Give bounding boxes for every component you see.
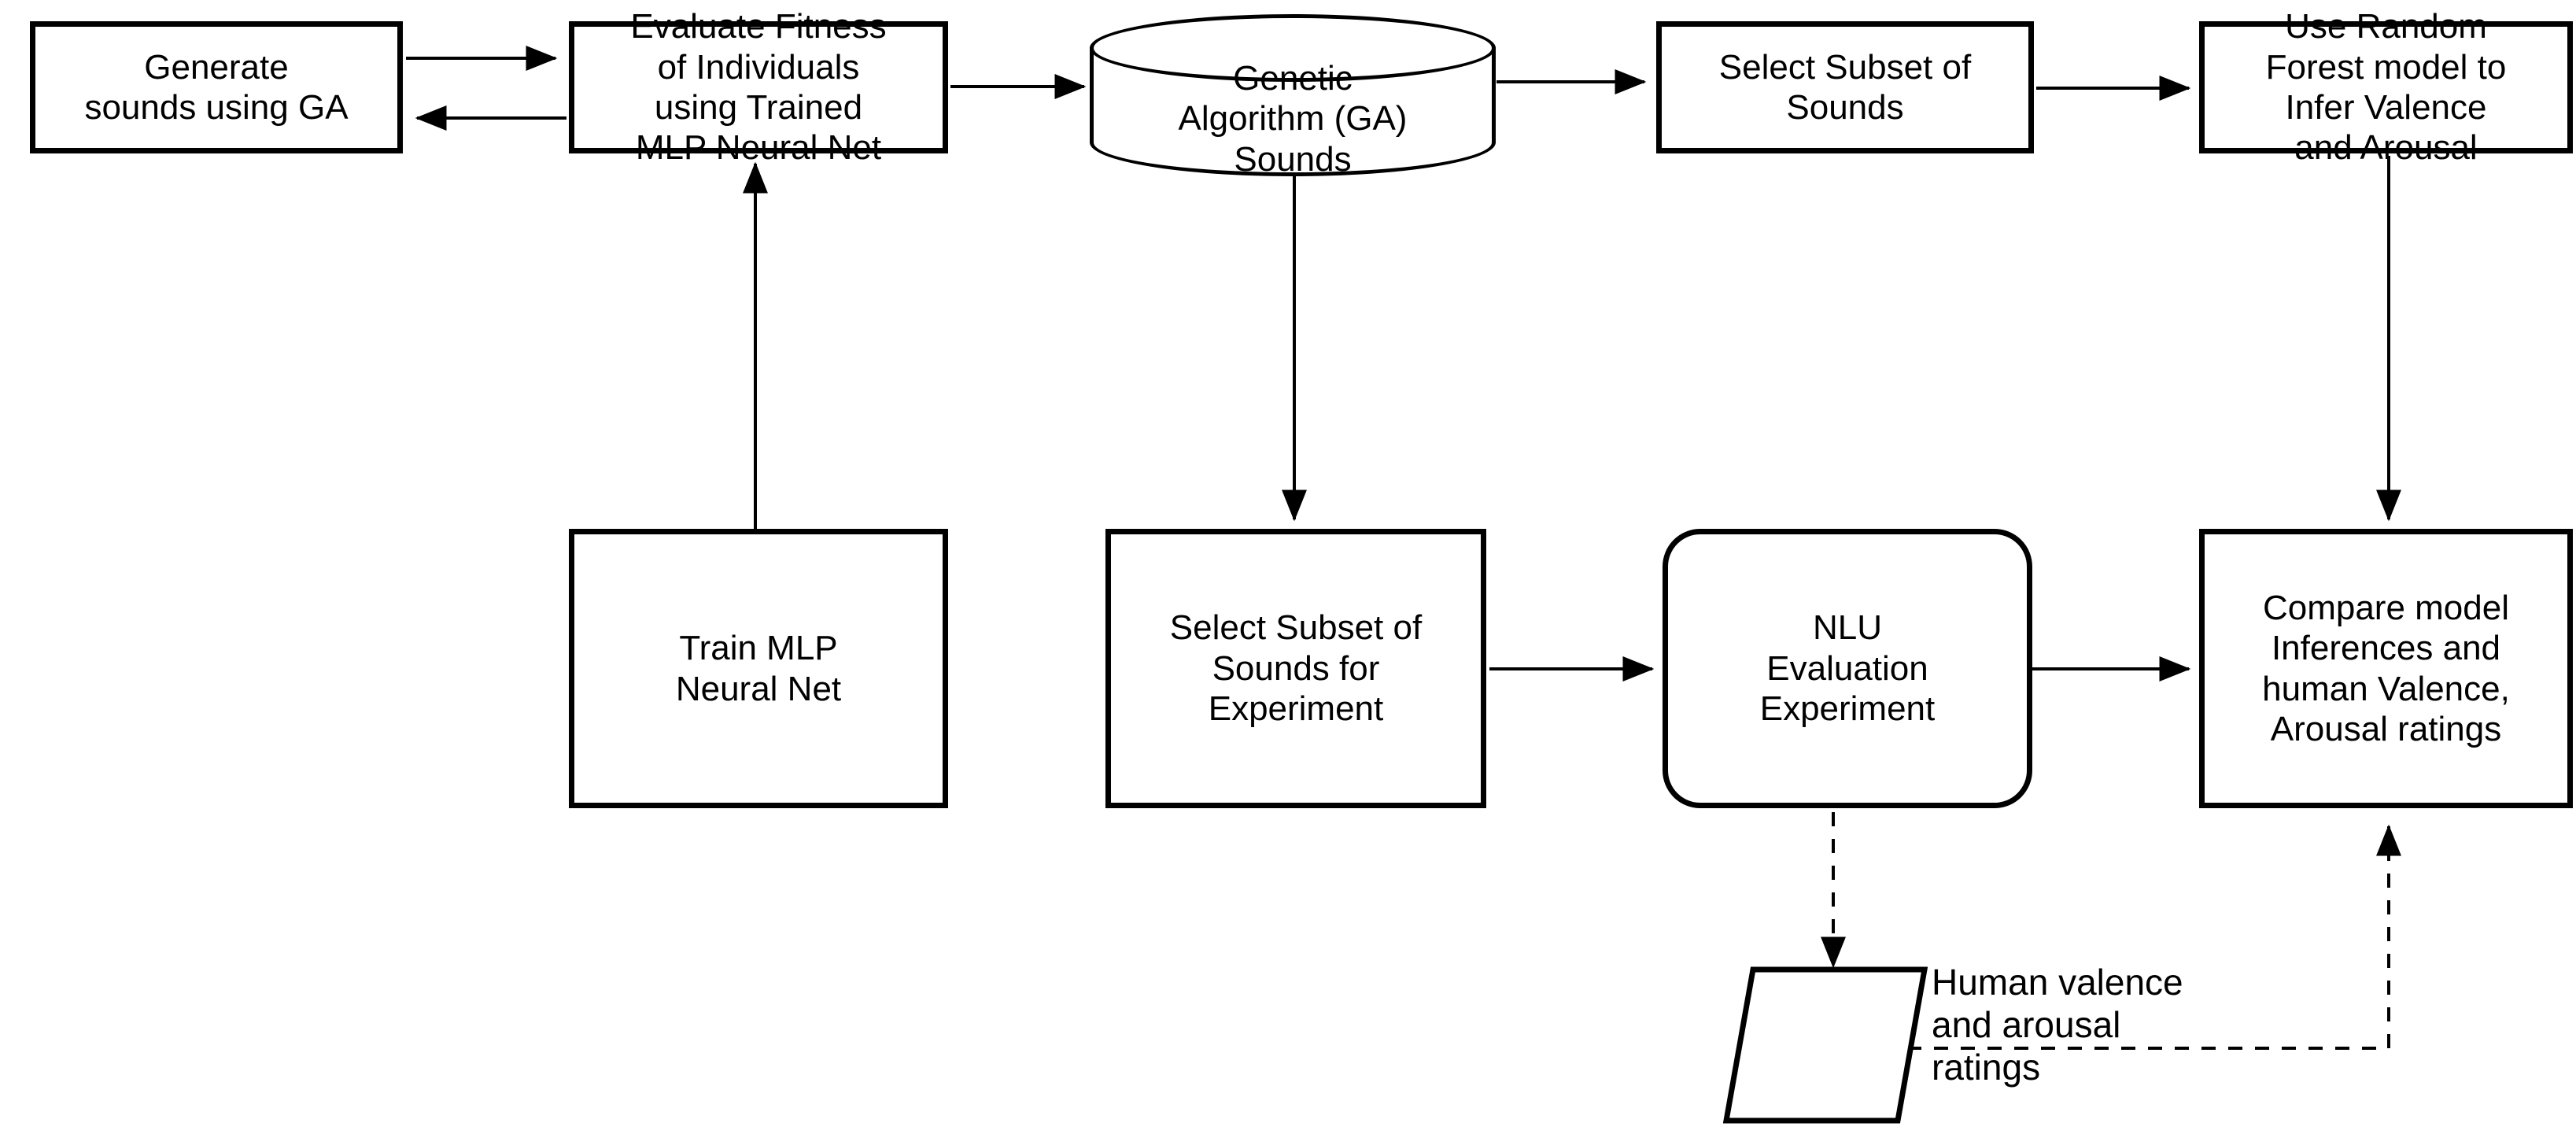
node-generate-sounds[interactable]: Generate sounds using GA <box>30 21 403 153</box>
node-random-forest[interactable]: Use Random Forest model to Infer Valence… <box>2199 7 2573 167</box>
node-select-subset-experiment[interactable]: Select Subset of Sounds for Experiment <box>1105 529 1486 808</box>
node-human-ratings-label: Human valence and arousal ratings <box>1932 962 2183 1088</box>
node-human-ratings-shape[interactable] <box>1723 966 1928 1124</box>
node-select-subset-sounds[interactable]: Select Subset of Sounds <box>1656 21 2034 153</box>
node-ga-sounds[interactable]: Genetic Algorithm (GA) Sounds <box>1090 14 1496 179</box>
node-ga-sounds-label: Genetic Algorithm (GA) Sounds <box>1178 58 1408 179</box>
node-compare-model[interactable]: Compare model Inferences and human Valen… <box>2199 529 2573 808</box>
node-train-mlp[interactable]: Train MLP Neural Net <box>569 529 948 808</box>
node-nlu-experiment[interactable]: NLU Evaluation Experiment <box>1663 529 2032 808</box>
cylinder-top-ellipse <box>1090 14 1496 82</box>
node-evaluate-fitness[interactable]: Evaluate Fitness of Individuals using Tr… <box>569 7 948 167</box>
